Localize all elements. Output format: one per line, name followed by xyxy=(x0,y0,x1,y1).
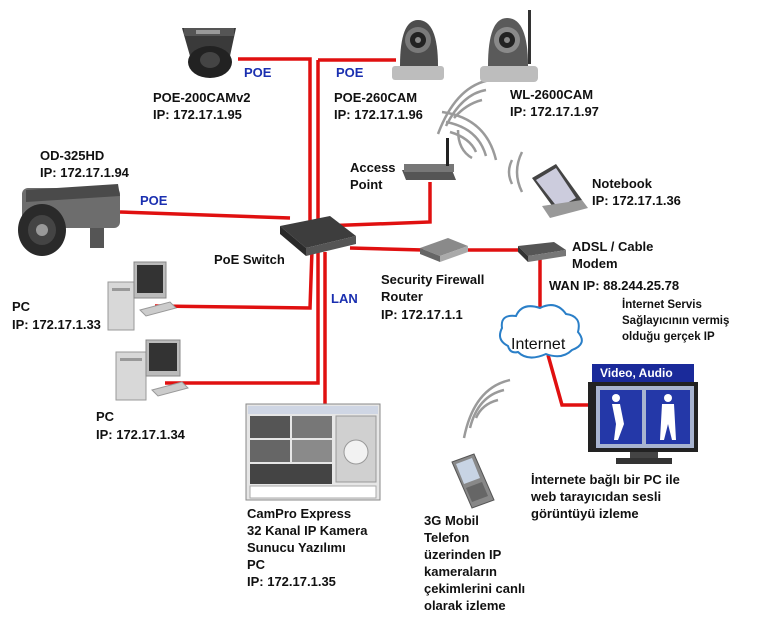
poe260-name: POE-260CAM xyxy=(334,90,417,105)
poe200-name: POE-200CAMv2 xyxy=(153,90,251,105)
od325-name: OD-325HD xyxy=(40,148,104,163)
campro-screenshot xyxy=(245,403,381,501)
isp-note-line1: İnternet Servis xyxy=(622,298,702,311)
campro-line2: 32 Kanal IP Kamera xyxy=(247,523,368,538)
mobile-line5: çekimlerini canlı xyxy=(424,581,525,596)
wire-internet-remote xyxy=(546,354,592,407)
camera-poe200[interactable] xyxy=(182,28,236,78)
mobile-line3: üzerinden IP xyxy=(424,547,502,562)
poe-label-poe200: POE xyxy=(244,65,272,80)
router-ip: IP: 172.17.1.1 xyxy=(381,307,463,322)
wave-notebook xyxy=(507,151,524,193)
wire-pc1 xyxy=(154,249,314,310)
wire-poe200 xyxy=(238,57,312,222)
notebook-device[interactable] xyxy=(532,164,588,218)
wire-access-point xyxy=(321,182,432,228)
router-line1: Security Firewall xyxy=(381,272,484,287)
wires xyxy=(119,57,592,407)
poe200-ip: IP: 172.17.1.95 xyxy=(153,107,242,122)
access-point-device[interactable] xyxy=(402,138,456,180)
wl2600-name: WL-2600CAM xyxy=(510,87,593,102)
notebook-ip: IP: 172.17.1.36 xyxy=(592,193,681,208)
pc1-name: PC xyxy=(12,299,31,314)
modem-wan-ip: WAN IP: 88.244.25.78 xyxy=(549,278,679,293)
mobile-line1: 3G Mobil xyxy=(424,513,479,528)
wireless-waves xyxy=(436,78,524,439)
remote-pc-line1: İnternete bağlı bir PC ile xyxy=(531,472,680,487)
isp-note-line2: Sağlayıcının vermiş xyxy=(622,315,729,327)
remote-pc-monitor[interactable] xyxy=(588,364,698,464)
wire-poe260 xyxy=(316,58,396,228)
switch-name: PoE Switch xyxy=(214,252,285,267)
poe-switch-device[interactable] xyxy=(280,216,356,256)
poe-label-poe260: POE xyxy=(336,65,364,80)
mobile-line4: kameraların xyxy=(424,564,497,579)
router-line2: Router xyxy=(381,289,423,304)
router-device[interactable] xyxy=(420,238,468,262)
pc2-name: PC xyxy=(96,409,115,424)
od325-ip: IP: 172.17.1.94 xyxy=(40,165,130,180)
camera-poe260[interactable] xyxy=(392,20,444,80)
remote-pc-line2: web tarayıcıdan sesli xyxy=(530,489,661,504)
access-point-line1: Access xyxy=(350,160,396,175)
notebook-name: Notebook xyxy=(592,176,653,191)
campro-line1: CamPro Express xyxy=(247,506,351,521)
wire-pc2 xyxy=(165,250,320,385)
remote-pc-line3: görüntüyü izleme xyxy=(531,506,639,521)
poe260-ip: IP: 172.17.1.96 xyxy=(334,107,423,122)
wire-router xyxy=(349,246,424,252)
access-point-line2: Point xyxy=(350,177,383,192)
mobile-phone[interactable] xyxy=(451,453,495,509)
pc1-ip: IP: 172.17.1.33 xyxy=(12,317,101,332)
internet-cloud[interactable] xyxy=(499,304,583,359)
pc2-device[interactable] xyxy=(115,339,189,401)
pc1-device[interactable] xyxy=(107,261,177,331)
modem-line2: Modem xyxy=(572,256,618,271)
wl2600-ip: IP: 172.17.1.97 xyxy=(510,104,599,119)
campro-line3: Sunucu Yazılımı xyxy=(247,540,346,555)
wire-od325 xyxy=(119,210,291,220)
modem-device[interactable] xyxy=(518,242,566,262)
remote-pc-banner: Video, Audio xyxy=(600,366,673,380)
internet-label: Internet xyxy=(511,336,566,353)
wave-mobile xyxy=(462,378,511,439)
wave-access-point xyxy=(441,110,498,161)
campro-line5: IP: 172.17.1.35 xyxy=(247,574,336,589)
camera-od325[interactable] xyxy=(18,184,120,256)
mobile-line6: olarak izleme xyxy=(424,598,506,613)
modem-line1: ADSL / Cable xyxy=(572,239,653,254)
campro-line4: PC xyxy=(247,557,266,572)
poe-label-od325: POE xyxy=(140,193,168,208)
camera-wl2600[interactable] xyxy=(480,10,538,82)
mobile-line2: Telefon xyxy=(424,530,469,545)
lan-label: LAN xyxy=(331,291,358,306)
isp-note-line3: olduğu gerçek IP xyxy=(622,331,715,343)
pc2-ip: IP: 172.17.1.34 xyxy=(96,427,186,442)
